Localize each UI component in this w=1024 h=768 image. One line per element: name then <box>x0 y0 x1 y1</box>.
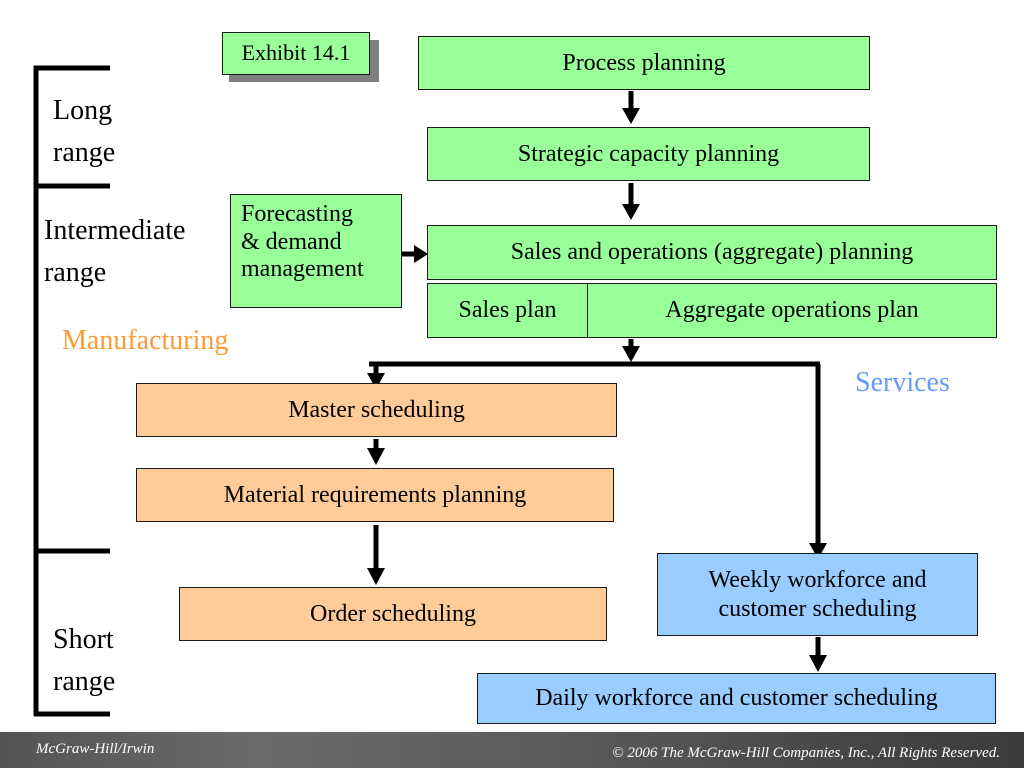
footer-bar: McGraw-Hill/Irwin © 2006 The McGraw-Hill… <box>0 732 1024 768</box>
weekly-workforce-scheduling-box: Weekly workforce and customer scheduling <box>657 553 978 636</box>
sales-operations-planning-box: Sales and operations (aggregate) plannin… <box>427 225 997 280</box>
arrow-mrp-to-order <box>367 525 385 585</box>
arrow-process-to-strategic <box>622 91 640 124</box>
range-intermediate: Intermediate range <box>44 215 186 288</box>
process-planning-box: Process planning <box>418 36 870 90</box>
arrow-master-to-mrp <box>367 439 385 465</box>
arrow-forecasting-to-sop <box>402 245 428 263</box>
arrow-aggregate-to-split <box>622 339 640 362</box>
arrow-weekly-to-daily <box>809 637 827 672</box>
footer-copyright: © 2006 The McGraw-Hill Companies, Inc., … <box>612 745 1000 761</box>
master-scheduling-box: Master scheduling <box>136 383 617 437</box>
services-label: Services <box>855 367 950 398</box>
arrow-strategic-to-sop <box>622 183 640 220</box>
exhibit-label: Exhibit 14.1 <box>222 32 370 75</box>
forecasting-demand-management-box: Forecasting & demand management <box>230 194 402 308</box>
aggregate-operations-plan-box: Aggregate operations plan <box>587 283 997 338</box>
sales-plan-box: Sales plan <box>427 283 588 338</box>
strategic-capacity-planning-box: Strategic capacity planning <box>427 127 870 181</box>
arrow-to-master-scheduling <box>367 373 385 389</box>
range-long: Long range <box>53 95 116 168</box>
range-short: Short range <box>53 624 116 697</box>
material-requirements-planning-box: Material requirements planning <box>136 468 614 522</box>
footer-publisher: McGraw-Hill/Irwin <box>36 741 155 757</box>
daily-workforce-scheduling-box: Daily workforce and customer scheduling <box>477 673 996 724</box>
order-scheduling-box: Order scheduling <box>179 587 607 641</box>
range-bracket <box>33 65 110 717</box>
arrow-to-weekly-workforce <box>809 543 827 559</box>
manufacturing-label: Manufacturing <box>62 325 229 356</box>
